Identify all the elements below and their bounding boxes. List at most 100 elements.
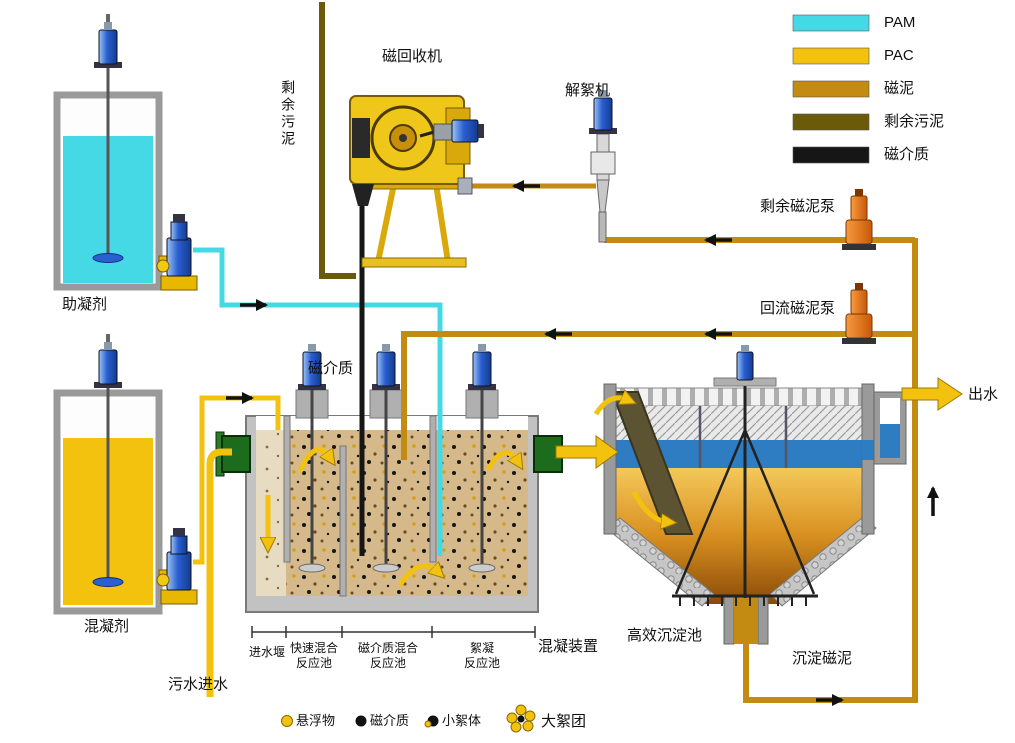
mixer-flange [372, 384, 400, 390]
machine-belt [419, 130, 435, 138]
basin-mixer-1 [295, 344, 329, 573]
return-magnetic-mud-pump-label: 回流磁泥泵 [760, 300, 836, 317]
lamella-hatch [616, 406, 864, 440]
particle-legend-icons [281, 704, 536, 733]
deflocc-flange [589, 128, 617, 134]
suspended-solids-label: 悬浮物 [296, 713, 336, 728]
legend-label-magnetic-medium: 磁介质 [884, 146, 930, 163]
legend-label-pac: PAC [884, 47, 914, 64]
section-bracket [251, 626, 536, 638]
deflocc-taper [596, 179, 610, 213]
pump-motor [170, 221, 188, 241]
mixer-propeller [298, 563, 326, 573]
flow-arrow-chamber2 [397, 566, 438, 587]
flow-arrow-chamber3 [485, 450, 518, 472]
pump-motor [850, 289, 868, 315]
deflocc-chamber [590, 151, 616, 175]
scraper-motor-cap [741, 345, 749, 352]
machine-base-bar [361, 257, 467, 268]
pump-body [166, 551, 192, 591]
legend-swatch-pam [792, 14, 870, 32]
agitator-flange [94, 62, 122, 68]
cone-mud [734, 596, 758, 644]
pipe-return-mud [401, 331, 915, 460]
effluent-notch [862, 440, 874, 460]
agitator-motor [98, 29, 118, 65]
magnetic-recovery-machine [349, 95, 484, 268]
scraper-motor [736, 351, 754, 381]
magnetic-medium-legend-label: 磁介质 [370, 713, 410, 728]
pump-cap [173, 528, 185, 536]
pump-motor [850, 195, 868, 221]
scraper-arm-left [674, 429, 747, 595]
pump-motor [170, 535, 188, 555]
pipe-pac [193, 395, 281, 565]
mixer-propeller [372, 563, 400, 573]
legend-swatch-mud [792, 80, 870, 98]
flow-arrow-chamber1 [297, 447, 330, 473]
pump-base [160, 589, 198, 605]
cone-wall-left [723, 595, 735, 645]
legend-swatch-pac [792, 47, 870, 65]
pump-handwheel [156, 573, 170, 587]
water-outlet-label: 出水 [968, 386, 999, 403]
outlet-arrow [901, 377, 963, 411]
settling-tank-label: 高效沉淀池 [627, 627, 703, 644]
surplus-magnetic-mud-pump-unit [842, 189, 876, 250]
scraper-arm-right [743, 429, 816, 595]
machine-dark-unit [352, 118, 370, 158]
return-magnetic-mud-pump-unit [842, 283, 876, 344]
settling-tank [593, 345, 963, 645]
divider-1 [283, 415, 291, 563]
small-floc-icon [424, 715, 439, 728]
legend-swatch-magnetic-medium [792, 146, 870, 164]
deflocc-stem [598, 211, 607, 243]
machine-hopper [352, 184, 374, 206]
legend-label-mud: 磁泥 [884, 80, 915, 97]
mixer-motor [472, 351, 492, 387]
agitator-cap [104, 342, 112, 350]
mixer-flange [298, 384, 326, 390]
pam-dosing-pump [156, 214, 198, 291]
pump-cap [855, 189, 863, 196]
coagulant-aid-label: 助凝剂 [62, 296, 108, 313]
flocculation-label-line1: 絮凝 [469, 641, 494, 655]
floc-petal [524, 710, 536, 722]
sewage-inlet-label: 污水进水 [168, 676, 229, 693]
pipe-pam [193, 247, 443, 556]
transfer-arrow [555, 435, 619, 469]
floc-petal [522, 720, 534, 732]
deflocc-cap [599, 90, 607, 98]
deflocc-motor [593, 97, 613, 131]
weir-speckles [256, 430, 286, 596]
flocculation-label-line2: 反应池 [463, 656, 500, 670]
large-floc-label: 大絮团 [541, 713, 587, 730]
flow-arrow-chute-bottom [631, 490, 668, 522]
pump-body [845, 313, 873, 339]
coagulant-label: 混凝剂 [84, 618, 130, 635]
agitator-cap [104, 22, 112, 30]
pump-base [842, 244, 876, 250]
divider-3 [429, 415, 437, 563]
pipe-surplus-sludge [319, 2, 356, 279]
pump-cap [855, 283, 863, 290]
small-floc-dot [424, 720, 432, 728]
small-floc-label: 小絮体 [442, 713, 482, 728]
floc-petal [515, 704, 527, 716]
pump-cap [173, 214, 185, 222]
pump-body [845, 219, 873, 245]
mixing-basin [215, 344, 563, 638]
machine-drum-axle [399, 134, 407, 142]
flow-arrow-chute-top [593, 398, 628, 416]
magnetic-mix-label-line1: 磁介质混合 [357, 641, 418, 655]
rapid-mix-label-line2: 反应池 [295, 656, 332, 670]
mixer-motor [376, 351, 396, 387]
pump-base [842, 338, 876, 344]
legend-label-surplus-sludge: 剩余污泥 [884, 113, 945, 130]
basin-mixer-2 [369, 344, 403, 573]
agitator-stub [106, 14, 110, 22]
pump-handwheel [156, 259, 170, 273]
magnetic-mix-label-line2: 反应池 [369, 656, 406, 670]
agitator-flange [94, 382, 122, 388]
